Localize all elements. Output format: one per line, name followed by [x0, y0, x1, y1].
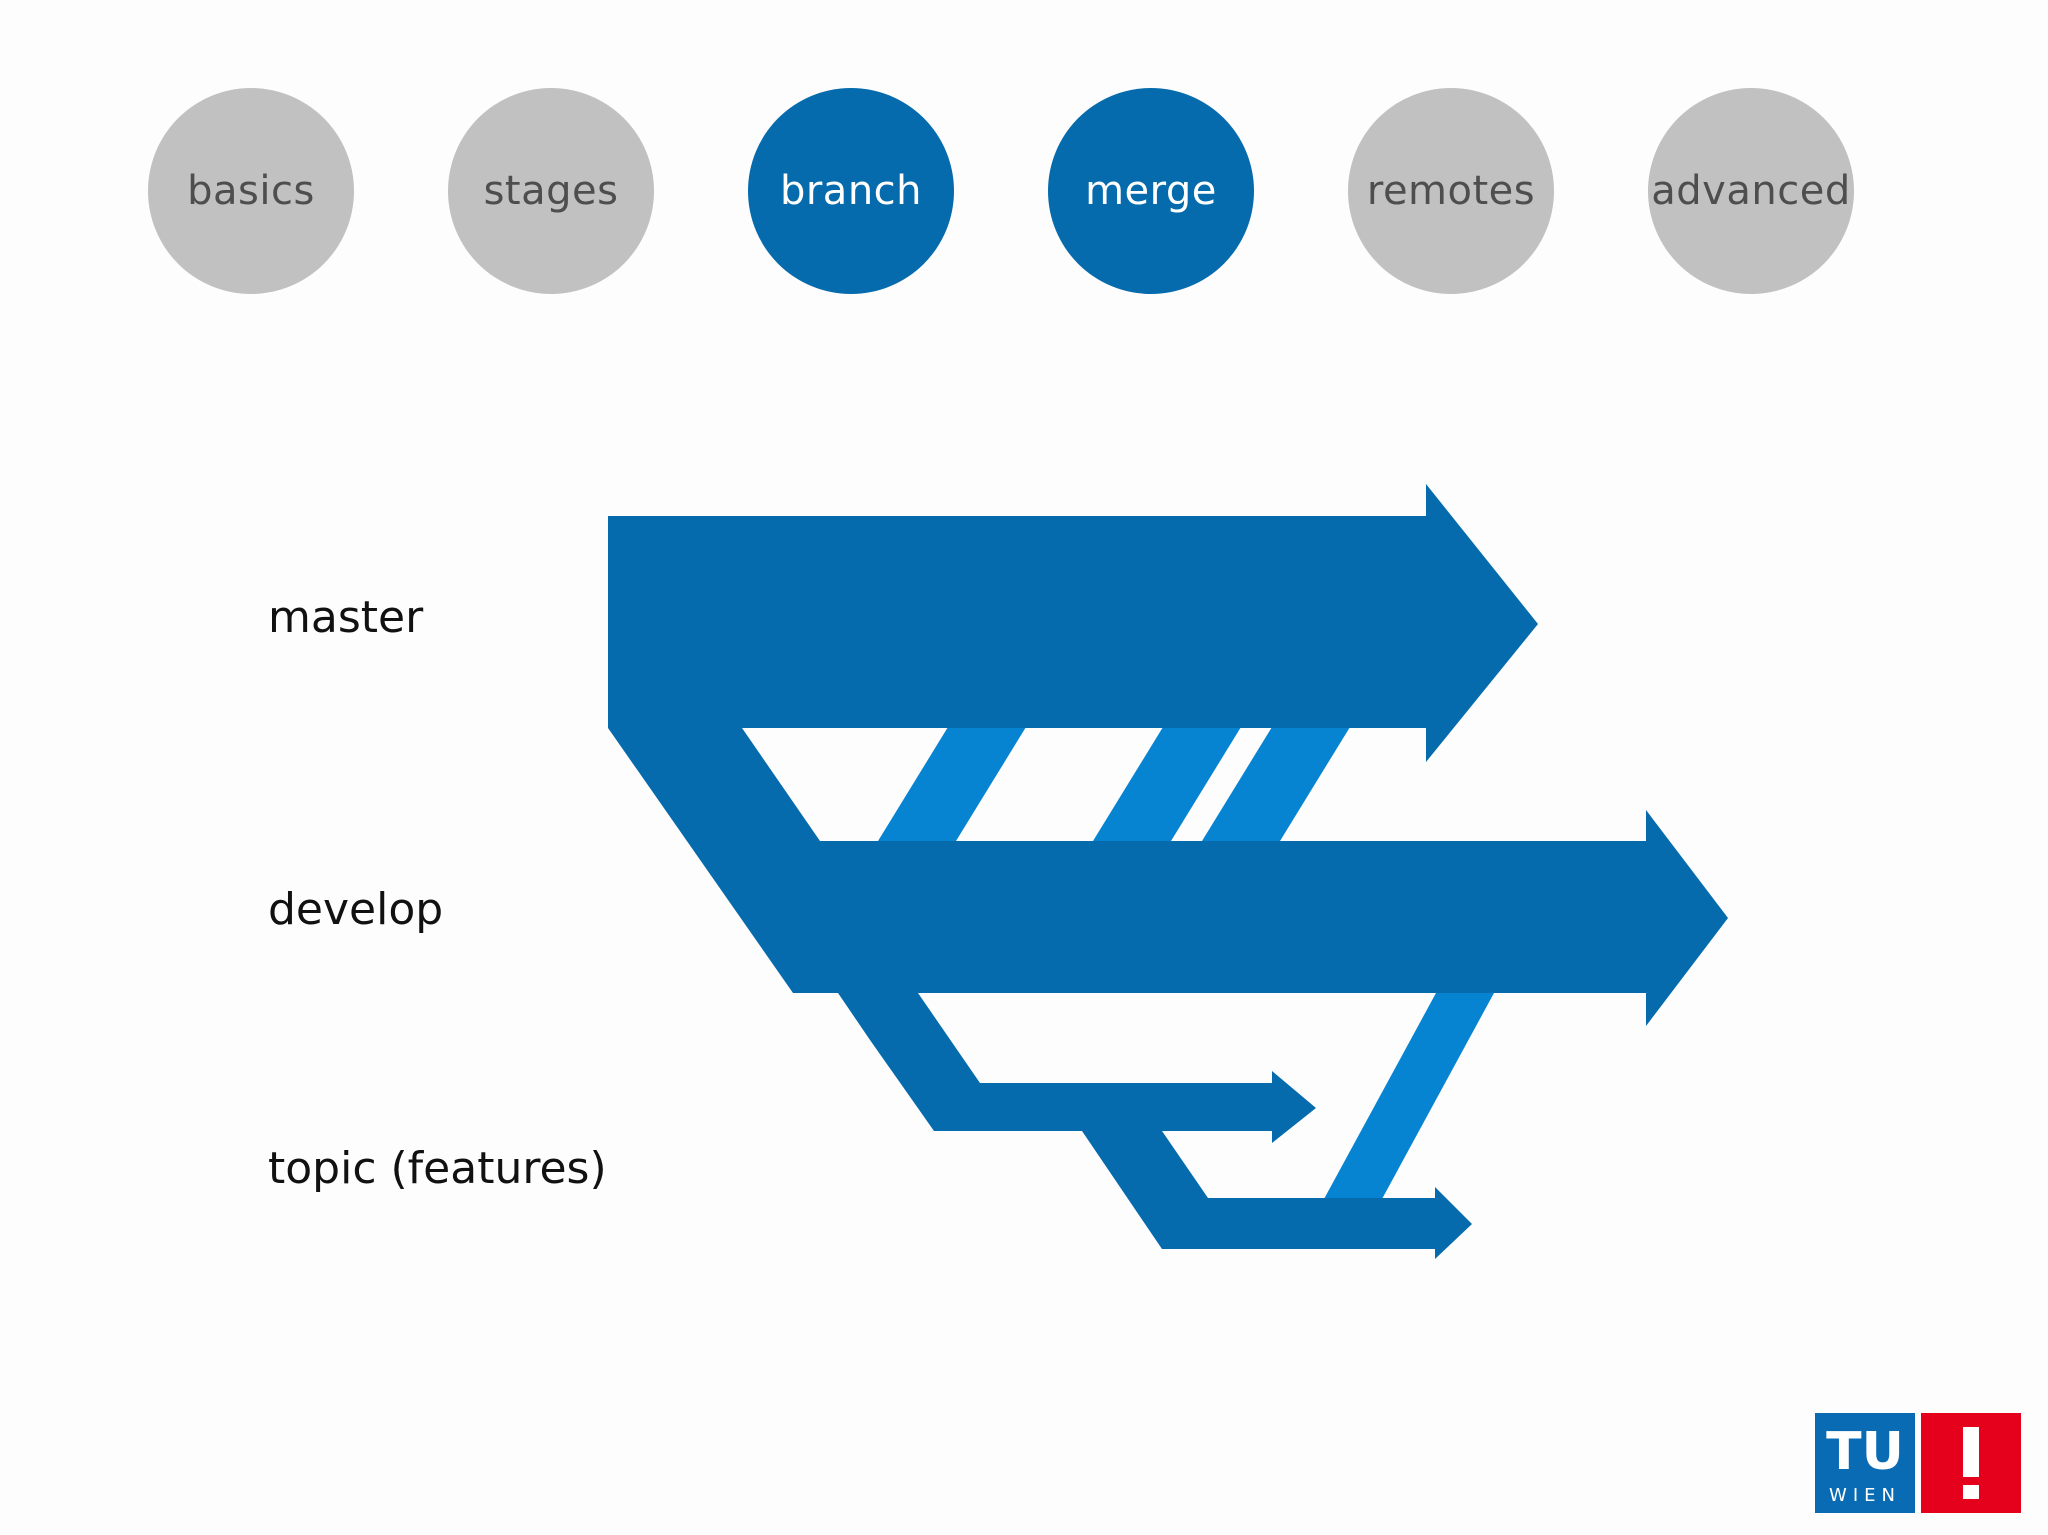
branch-arrows — [608, 484, 1728, 1259]
master-arrow — [608, 484, 1538, 762]
nav-item-label: merge — [1085, 168, 1217, 214]
merge-connector-3 — [1202, 727, 1350, 841]
nav-item-stages[interactable]: stages — [448, 88, 654, 294]
topic-branch-path-1 — [838, 993, 1316, 1143]
develop-arrow — [608, 728, 1728, 1026]
merge-connectors — [878, 727, 1494, 1199]
nav-item-label: stages — [483, 168, 619, 214]
lane-label-topic: topic (features) — [268, 1143, 607, 1194]
merge-connector-2 — [1093, 727, 1241, 841]
section-navigation: basics stages branch merge remotes advan… — [0, 0, 2048, 320]
lane-label-master: master — [268, 592, 424, 643]
nav-item-merge[interactable]: merge — [1048, 88, 1254, 294]
merge-connector-1 — [878, 727, 1026, 841]
lane-label-develop: develop — [268, 884, 444, 935]
nav-item-label: basics — [187, 168, 315, 214]
nav-item-branch[interactable]: branch — [748, 88, 954, 294]
logo-wien-text: WIEN — [1829, 1485, 1901, 1506]
nav-item-advanced[interactable]: advanced — [1648, 88, 1854, 294]
tu-wien-logo: TU WIEN — [1815, 1413, 2021, 1513]
merge-connector-4 — [1324, 993, 1494, 1199]
topic-branch-path-2 — [1082, 1131, 1472, 1259]
logo-tu-text: TU — [1826, 1422, 1904, 1482]
nav-item-basics[interactable]: basics — [148, 88, 354, 294]
nav-item-remotes[interactable]: remotes — [1348, 88, 1554, 294]
nav-item-label: remotes — [1366, 168, 1536, 214]
nav-item-label: branch — [779, 168, 923, 214]
nav-item-label: advanced — [1651, 168, 1851, 214]
